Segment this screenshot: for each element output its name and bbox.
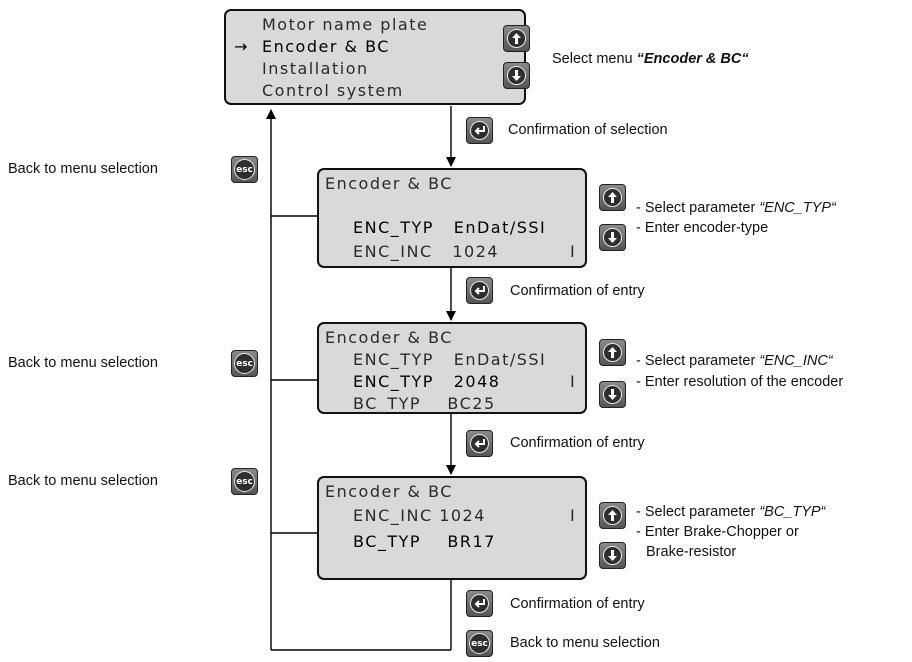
label-select-menu-name: “Encoder & BC“ (636, 51, 749, 67)
label-enter-brake-2: Brake-resistor (646, 544, 737, 560)
label-param-enc-inc: “ENC_INC“ (759, 353, 833, 369)
lcd3-line-selected: BC_TYP BR17 (353, 532, 496, 551)
esc-icon[interactable]: esc (231, 468, 258, 495)
lcd2-suffix: I (570, 372, 577, 391)
lcd1-title: Encoder & BC (325, 174, 453, 193)
label-back-1: Back to menu selection (8, 161, 158, 177)
enter-icon[interactable] (466, 430, 493, 457)
esc-icon[interactable]: esc (231, 156, 258, 183)
label-param-bc-typ: “BC_TYP“ (759, 504, 826, 520)
enter-icon[interactable] (466, 590, 493, 617)
label-select-param-3: - Select parameter “BC_TYP“ (636, 504, 825, 520)
down-arrow-icon[interactable] (503, 62, 530, 89)
esc-icon[interactable]: esc (231, 350, 258, 377)
lcd1-line-selected: ENC_TYP EnDat/SSI (353, 218, 547, 237)
down-arrow-icon[interactable] (599, 381, 626, 408)
lcd-menu-marker: → (234, 37, 249, 56)
label-confirm-entry-2: Confirmation of entry (510, 435, 645, 451)
enter-icon[interactable] (466, 117, 493, 144)
label-select-menu-prefix: Select menu (552, 51, 637, 67)
lcd-menu-line-3: Installation (262, 59, 369, 78)
label-back-2: Back to menu selection (8, 355, 158, 371)
lcd-brake-chopper: Encoder & BC ENC_INC 1024 I BC_TYP BR17 (317, 476, 587, 580)
enter-icon[interactable] (466, 277, 493, 304)
label-back-4: Back to menu selection (510, 635, 660, 651)
label-select-param-2: - Select parameter “ENC_INC“ (636, 353, 833, 369)
lcd2-line-selected: ENC_TYP 2048 (353, 372, 501, 391)
label-enter-brake-1: - Enter Brake-Chopper or (636, 524, 799, 540)
label-confirm-entry-1: Confirmation of entry (510, 283, 645, 299)
label-select-param-prefix: - Select parameter (636, 353, 760, 369)
lcd2-title: Encoder & BC (325, 328, 453, 347)
label-enter-resolution: - Enter resolution of the encoder (636, 374, 844, 390)
lcd-encoder-type: Encoder & BC ENC_TYP EnDat/SSI ENC_INC 1… (317, 168, 587, 268)
up-arrow-icon[interactable] (503, 25, 530, 52)
up-arrow-icon[interactable] (599, 184, 626, 211)
label-select-param-1: - Select parameter “ENC_TYP“ (636, 200, 836, 216)
lcd1-line-2: ENC_INC 1024 (353, 242, 500, 261)
label-enter-type: - Enter encoder-type (636, 220, 769, 236)
down-arrow-icon[interactable] (599, 224, 626, 251)
label-back-3: Back to menu selection (8, 473, 158, 489)
lcd3-title: Encoder & BC (325, 482, 453, 501)
lcd3-suffix: I (570, 506, 577, 525)
label-select-param-prefix: - Select parameter (636, 200, 760, 216)
label-param-enc-typ: “ENC_TYP“ (759, 200, 836, 216)
label-confirm-selection: Confirmation of selection (508, 122, 668, 138)
lcd3-line-1: ENC_INC 1024 (353, 506, 486, 525)
lcd-menu-display: Motor name plate → Encoder & BC Installa… (224, 9, 526, 105)
label-confirm-entry-3: Confirmation of entry (510, 596, 645, 612)
label-select-menu: Select menu “Encoder & BC“ (552, 51, 749, 67)
label-select-param-prefix: - Select parameter (636, 504, 760, 520)
lcd-menu-line-1: Motor name plate (262, 15, 429, 34)
lcd-menu-line-2: Encoder & BC (262, 37, 390, 56)
lcd2-line-3: BC_TYP BC25 (353, 394, 496, 413)
lcd2-line-1: ENC_TYP EnDat/SSI (353, 350, 547, 369)
esc-icon[interactable]: esc (466, 630, 493, 657)
up-arrow-icon[interactable] (599, 339, 626, 366)
lcd-menu-line-4: Control system (262, 81, 404, 100)
lcd-encoder-resolution: Encoder & BC ENC_TYP EnDat/SSI ENC_TYP 2… (317, 322, 587, 414)
up-arrow-icon[interactable] (599, 502, 626, 529)
down-arrow-icon[interactable] (599, 542, 626, 569)
lcd1-suffix: I (570, 242, 577, 261)
